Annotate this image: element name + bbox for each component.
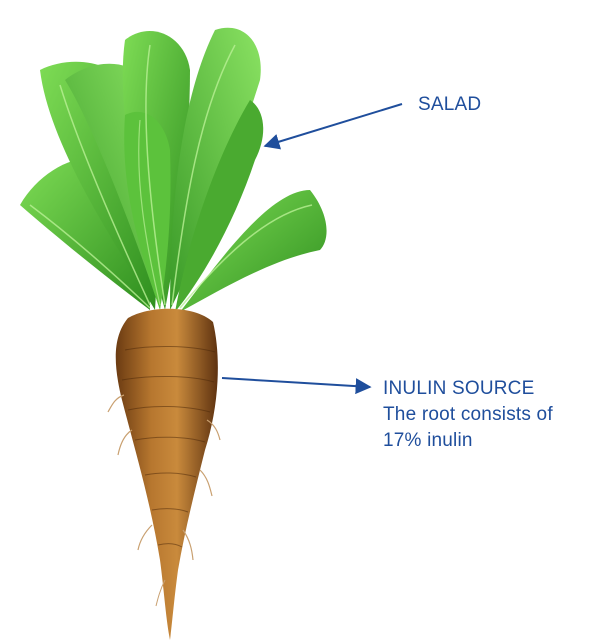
salad-arrow: [265, 104, 402, 146]
leaves-illustration: [20, 28, 327, 312]
root-illustration: [108, 309, 220, 640]
root-description-line-2: 17% inulin: [383, 429, 473, 453]
root-body: [116, 309, 218, 640]
inulin-source-label: INULIN SOURCE: [383, 377, 534, 401]
inulin-arrow: [222, 378, 370, 387]
root-description-line-1: The root consists of: [383, 403, 553, 427]
salad-label: SALAD: [418, 93, 481, 117]
